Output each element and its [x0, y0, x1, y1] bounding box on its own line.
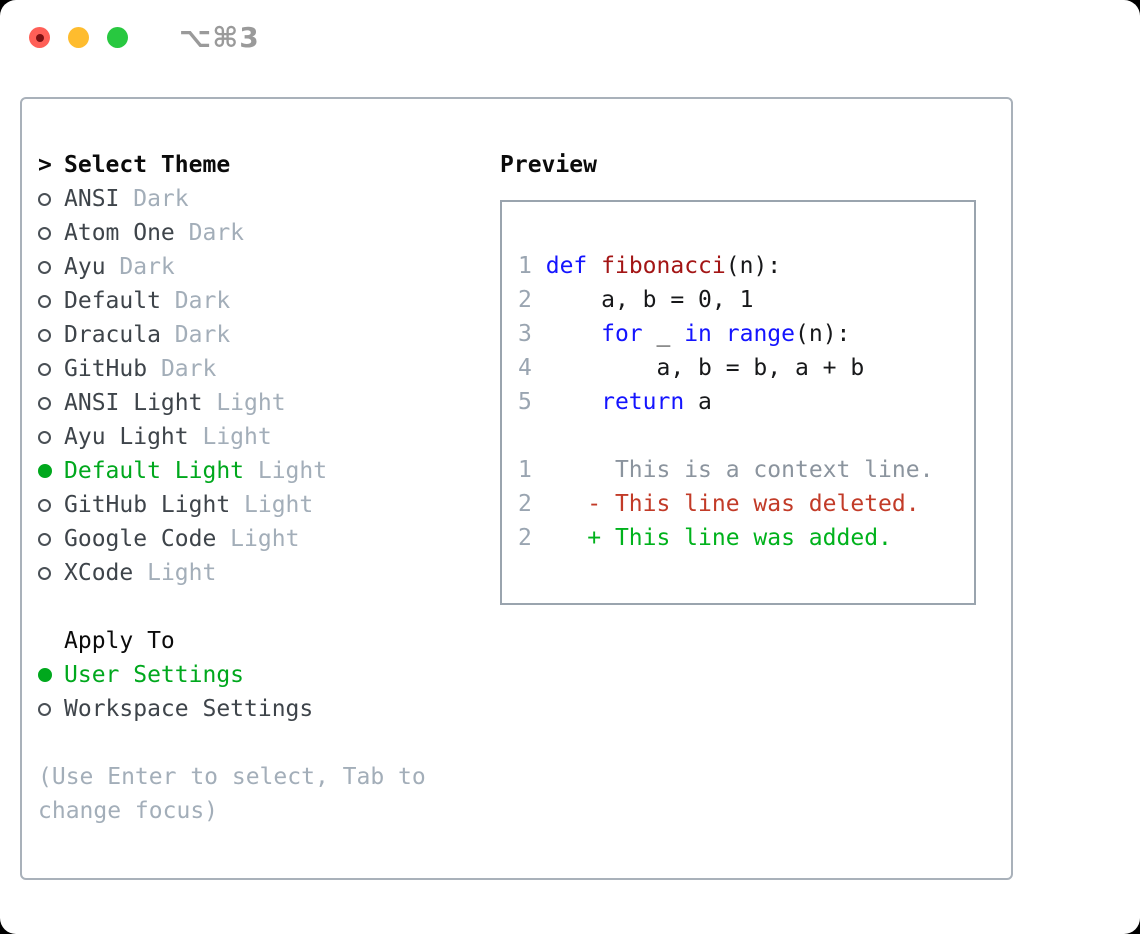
option-tag: Dark	[147, 356, 217, 382]
option-label: ANSI	[64, 186, 120, 212]
theme-option-github-light[interactable]: GitHub Light Light	[38, 488, 478, 522]
minimize-button[interactable]	[68, 27, 89, 48]
option-tag: Light	[244, 458, 328, 484]
radio-icon	[38, 294, 64, 308]
radio-icon	[38, 532, 64, 546]
code-preview: 1 def fibonacci(n): 2 a, b = 0, 1 3 for _ …	[502, 202, 974, 555]
theme-option-xcode[interactable]: XCode Light	[38, 556, 478, 590]
spacer	[38, 590, 478, 624]
option-tag: Light	[216, 526, 300, 552]
theme-option-default-light[interactable]: Default Light Light	[38, 454, 478, 488]
code-line: 4 a, b = b, a + b	[518, 355, 865, 381]
code-line: 1 This is a context line.	[518, 457, 934, 483]
option-label: Ayu	[64, 254, 106, 280]
code-line: 2 + This line was added.	[518, 525, 892, 551]
option-label: Google Code	[64, 526, 217, 552]
code-line	[518, 419, 974, 453]
code-line: 2 - This line was deleted.	[518, 491, 920, 517]
theme-option-google-code[interactable]: Google Code Light	[38, 522, 478, 556]
theme-option-github[interactable]: GitHub Dark	[38, 352, 478, 386]
selection-prompt-icon: >	[38, 152, 52, 178]
code-line: 3 for _ in range(n):	[518, 321, 851, 347]
option-tag: Light	[188, 424, 272, 450]
option-tag: Dark	[105, 254, 175, 280]
radio-icon	[38, 566, 64, 580]
option-tag: Light	[202, 390, 286, 416]
preview-heading: Preview	[500, 152, 597, 178]
radio-icon	[38, 328, 64, 342]
option-label: ANSI Light	[64, 390, 203, 416]
select-theme-heading: Select Theme	[64, 152, 231, 178]
apply-option-user-settings[interactable]: User Settings	[38, 658, 478, 692]
help-text: (Use Enter to select, Tab to change focu…	[38, 764, 426, 824]
radio-selected-icon	[38, 464, 64, 478]
option-label: Workspace Settings	[64, 696, 314, 722]
theme-option-ansi-light[interactable]: ANSI Light Light	[38, 386, 478, 420]
apply-to-heading: Apply To	[64, 628, 175, 654]
code-line: 2 a, b = 0, 1	[518, 287, 754, 313]
apply-to-heading-row: Apply To	[38, 624, 478, 658]
radio-selected-icon	[38, 668, 64, 682]
option-tag: Dark	[174, 220, 245, 246]
theme-option-ayu[interactable]: Ayu Dark	[38, 250, 478, 284]
theme-option-ayu-light[interactable]: Ayu Light Light	[38, 420, 478, 454]
close-button[interactable]	[29, 27, 50, 48]
code-line: 5 return a	[518, 389, 712, 415]
option-label: Default Light	[64, 458, 245, 484]
apply-option-workspace-settings[interactable]: Workspace Settings	[38, 692, 478, 726]
option-tag: Light	[230, 492, 314, 518]
preview-pane: Preview 1 def fibonacci(n): 2 a, b = 0, 1…	[500, 148, 976, 605]
radio-icon	[38, 192, 64, 206]
code-line: 1 def fibonacci(n):	[518, 253, 782, 279]
select-theme-heading-row: > Select Theme	[38, 148, 478, 182]
option-label: Dracula	[64, 322, 161, 348]
option-label: GitHub Light	[64, 492, 231, 518]
option-label: Atom One	[64, 220, 175, 246]
radio-icon	[38, 430, 64, 444]
radio-icon	[38, 702, 64, 716]
theme-option-default[interactable]: Default Dark	[38, 284, 478, 318]
option-tag: Dark	[119, 186, 189, 212]
option-label: GitHub	[64, 356, 148, 382]
option-label: User Settings	[64, 662, 245, 688]
option-label: Ayu Light	[64, 424, 189, 450]
zoom-button[interactable]	[107, 27, 128, 48]
radio-icon	[38, 260, 64, 274]
radio-icon	[38, 362, 64, 376]
option-tag: Dark	[160, 322, 231, 348]
radio-icon	[38, 498, 64, 512]
option-label: XCode	[64, 560, 134, 586]
option-tag: Dark	[160, 288, 231, 314]
radio-icon	[38, 396, 64, 410]
window-shortcut-label: ⌥⌘3	[179, 21, 260, 54]
option-tag: Light	[133, 560, 217, 586]
theme-option-dracula[interactable]: Dracula Dark	[38, 318, 478, 352]
option-label: Default	[64, 288, 161, 314]
titlebar: ⌥⌘3	[29, 21, 260, 54]
preview-box: 1 def fibonacci(n): 2 a, b = 0, 1 3 for _ …	[500, 200, 976, 605]
spacer	[38, 726, 478, 760]
theme-option-ansi[interactable]: ANSI Dark	[38, 182, 478, 216]
theme-option-atom-one[interactable]: Atom One Dark	[38, 216, 478, 250]
radio-icon	[38, 226, 64, 240]
